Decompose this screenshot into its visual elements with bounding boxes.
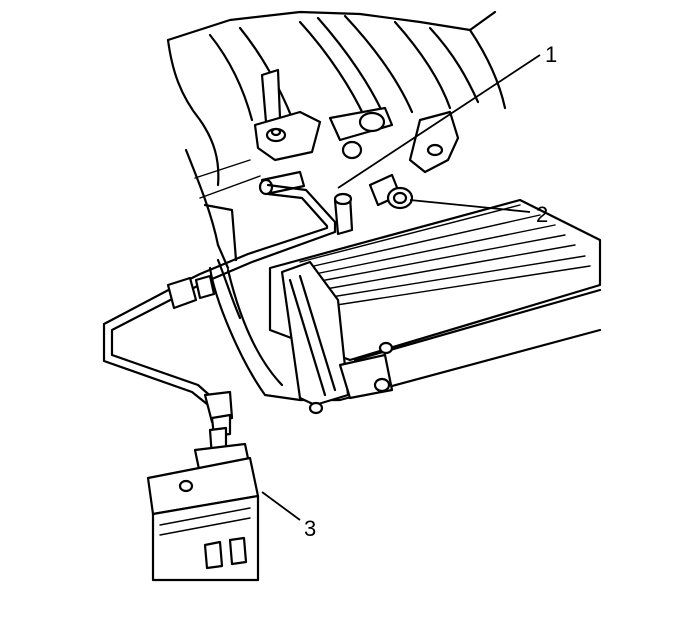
leader-3 — [261, 491, 301, 521]
valve-cover — [208, 198, 602, 402]
lower-bracket — [280, 260, 394, 415]
mounting-bracket — [253, 68, 322, 162]
vapor-line — [102, 183, 337, 438]
callout-3: 3 — [304, 516, 316, 541]
leader-1 — [337, 54, 541, 189]
callout-1: 1 — [545, 42, 557, 67]
leader-2 — [409, 199, 531, 213]
intake-manifold — [166, 10, 507, 320]
evap-canister — [146, 426, 260, 582]
valve-cluster — [258, 106, 460, 236]
callout-2: 2 — [536, 202, 548, 227]
